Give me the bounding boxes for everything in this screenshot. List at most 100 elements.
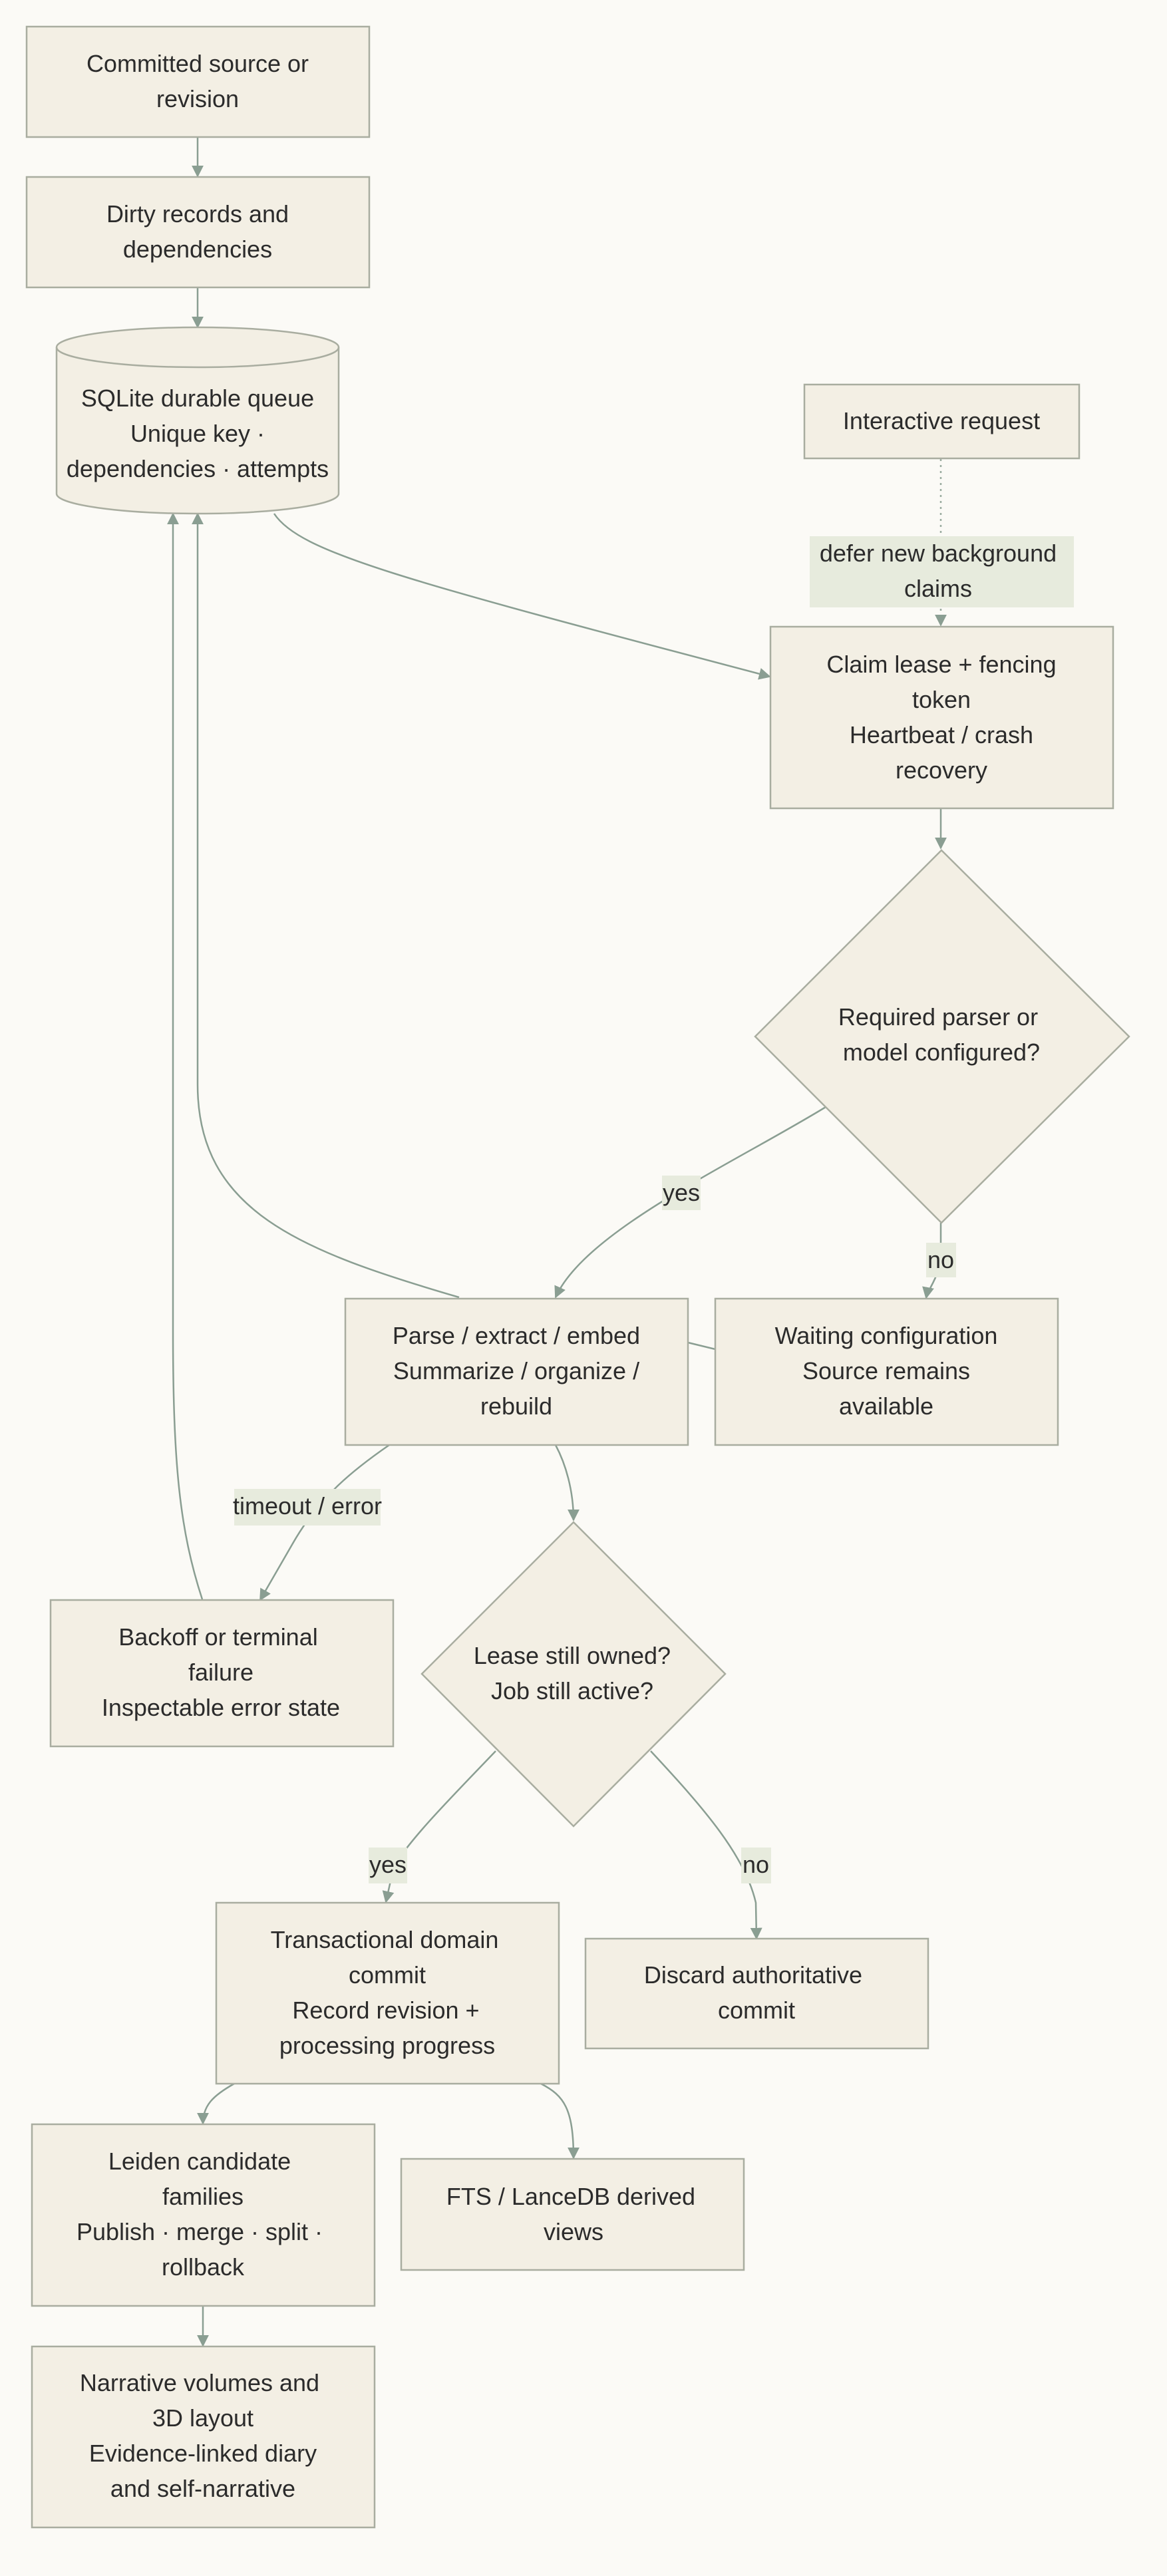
node-claim-lease-line-4: recovery (896, 756, 987, 784)
node-leiden-families-line-3: Publish · merge · split · (77, 2218, 323, 2245)
node-leiden-families-line-1: Leiden candidate (108, 2148, 291, 2175)
node-waiting-configuration-line-3: available (839, 1392, 933, 1420)
node-derived-views-line-1: FTS / LanceDB derived (446, 2183, 695, 2210)
node-waiting-configuration-line-1: Waiting configuration (775, 1322, 998, 1349)
node-durable-queue-line-3: dependencies · attempts (67, 455, 329, 482)
node-dirty-records: Dirty records and dependencies (25, 176, 371, 289)
node-waiting-configuration-line-2: Source remains (802, 1357, 970, 1384)
node-narrative-volumes-line-4: and self-narrative (110, 2475, 295, 2502)
node-dirty-records-line-1: Dirty records and (106, 200, 289, 228)
node-committed-source-line-1: Committed source or (86, 50, 309, 77)
edge-parse-to-lease (554, 1444, 580, 1522)
node-discard-commit-line-1: Discard authoritative (644, 1961, 862, 1989)
node-claim-lease-line-3: Heartbeat / crash (850, 721, 1033, 748)
edge-label-no-owned: no (741, 1848, 771, 1883)
node-narrative-volumes-line-3: Evidence-linked diary (89, 2440, 317, 2467)
node-backoff-failure-line-1: Backoff or terminal (118, 1623, 317, 1651)
node-claim-lease-line-2: token (912, 686, 971, 713)
svg-text:Lease still owned?Job still ac: Lease still owned? Job still active? (474, 1642, 671, 1704)
edge-label-no-owned-line-1: no (743, 1851, 769, 1878)
node-lease-owned-line-1: Lease still owned? (474, 1642, 671, 1669)
node-claim-lease-line-1: Claim lease + fencing (826, 651, 1056, 678)
node-leiden-families-line-4: rollback (162, 2253, 245, 2281)
node-parser-configured: Required parser or model configured? (754, 849, 1130, 1224)
nodes: Committed source or revision Dirty record… (25, 25, 1130, 2529)
edge-label-defer-claims-line-1: defer new background (820, 540, 1057, 567)
edge-commit-to-views (540, 2082, 580, 2160)
node-lease-owned-line-2: Job still active? (491, 1677, 653, 1704)
node-parse-extract-line-2: Summarize / organize / (393, 1357, 639, 1384)
node-durable-queue-line-1: SQLite durable queue (81, 385, 314, 412)
edge-queue-to-claim (273, 513, 771, 680)
node-dirty-records-line-2: dependencies (123, 236, 272, 263)
node-transactional-commit-line-3: Record revision + (292, 1997, 479, 2024)
node-parse-extract-line-1: Parse / extract / embed (393, 1322, 640, 1349)
node-derived-views: FTS / LanceDB derived views (400, 2158, 745, 2271)
node-parser-configured-line-1: Required parser or (838, 1003, 1038, 1031)
edge-label-yes-configured-line-1: yes (663, 1179, 700, 1206)
edge-label-no-configured-line-1: no (927, 1246, 954, 1273)
node-discard-commit-line-2: commit (718, 1997, 795, 2024)
edge-label-yes-owned-line-1: yes (369, 1851, 407, 1878)
node-committed-source: Committed source or revision (25, 25, 371, 138)
node-discard-commit: Discard authoritative commit (584, 1937, 929, 2050)
edge-label-yes-owned: yes (369, 1848, 407, 1883)
node-backoff-failure-line-3: Inspectable error state (102, 1694, 340, 1721)
node-committed-source-line-2: revision (156, 85, 239, 112)
node-interactive-request-line-1: Interactive request (843, 407, 1040, 434)
node-leiden-families-line-2: families (162, 2183, 244, 2210)
edge-backoff-to-queue (167, 512, 204, 1600)
svg-text:timeout / error: timeout / error (233, 1492, 382, 1520)
node-parser-configured-line-2: model configured? (843, 1039, 1040, 1066)
edge-label-yes-configured: yes (662, 1176, 701, 1210)
edge-commit-to-leiden (197, 2082, 235, 2125)
node-interactive-request: Interactive request (803, 383, 1081, 460)
node-narrative-volumes-line-2: 3D layout (152, 2404, 253, 2432)
node-narrative-volumes-line-1: Narrative volumes and (80, 2369, 319, 2396)
edge-label-timeout-error: timeout / error (233, 1489, 382, 1526)
svg-text:yes: yes (663, 1179, 700, 1206)
node-parse-extract-line-3: rebuild (480, 1392, 552, 1420)
node-backoff-failure-line-2: failure (188, 1659, 253, 1686)
svg-text:no: no (927, 1246, 954, 1273)
svg-text:yes: yes (369, 1851, 407, 1878)
edge-lease-no (650, 1750, 762, 1940)
node-transactional-commit-line-2: commit (349, 1961, 426, 1989)
svg-text:Interactive request: Interactive request (843, 407, 1040, 434)
edge-label-timeout-error-line-1: timeout / error (233, 1492, 382, 1520)
node-durable-queue-line-2: Unique key · (130, 420, 265, 447)
edge-parse-to-waiting (687, 1341, 716, 1351)
node-derived-views-line-2: views (544, 2218, 603, 2245)
node-transactional-commit-line-1: Transactional domain (271, 1926, 499, 1953)
node-transactional-commit-line-4: processing progress (279, 2032, 495, 2059)
edge-parse-to-queue (192, 512, 460, 1299)
svg-text:no: no (743, 1851, 769, 1878)
node-lease-owned: Lease still owned? Job still active? (420, 1521, 727, 1828)
edge-label-no-configured: no (926, 1243, 956, 1277)
